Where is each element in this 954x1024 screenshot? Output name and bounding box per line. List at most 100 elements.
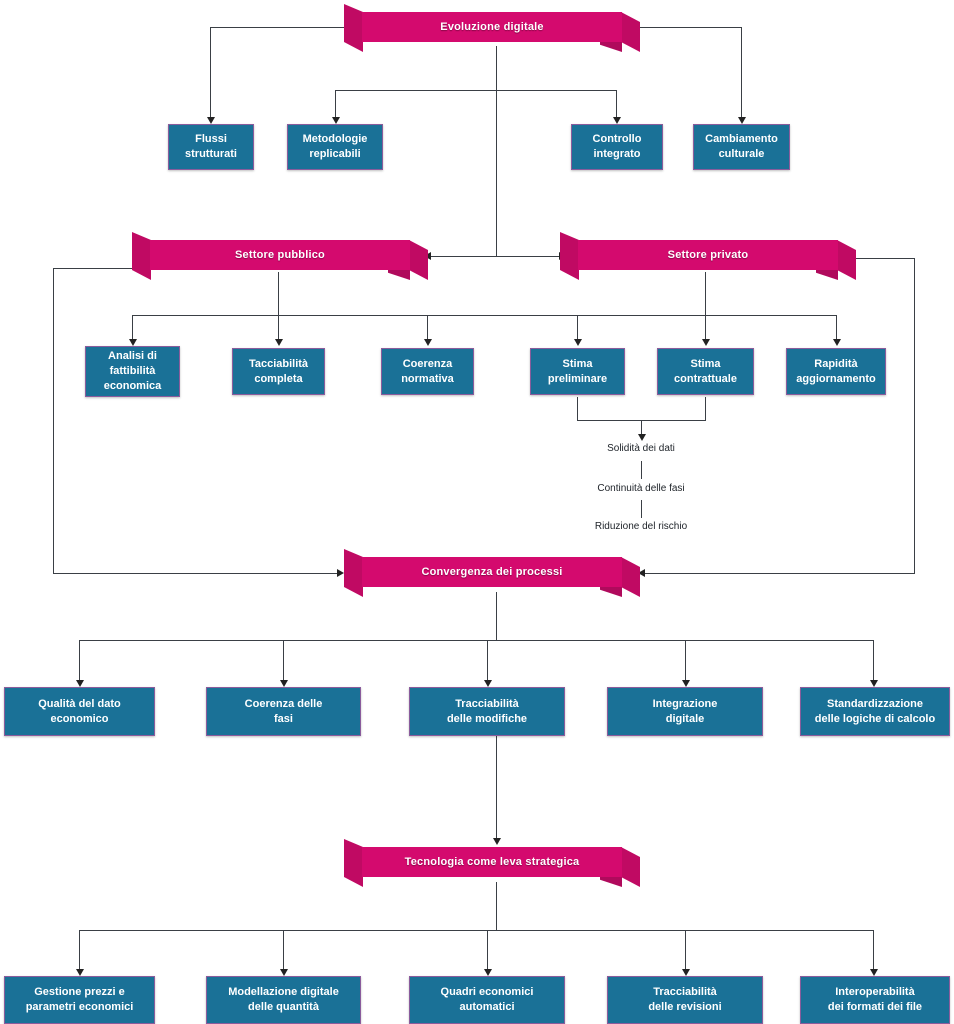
connector-left-rail-into-convergenza <box>53 573 341 574</box>
banner-settore-privato[interactable]: Settore privato <box>560 232 856 280</box>
connector-stima-merge-drop <box>641 420 642 437</box>
arrowhead-integrazione-digitale <box>682 680 690 687</box>
arrowhead-convergenza-left <box>337 569 344 577</box>
connector-top-inner-bus <box>335 90 617 91</box>
arrowhead-solidita-dei-dati <box>638 434 646 441</box>
banner-label: Settore privato <box>578 240 838 270</box>
connector-level3-drop-5 <box>873 640 874 683</box>
connector-stima-prelim-down <box>577 397 578 420</box>
connector-right-rail <box>914 258 915 574</box>
connector-convergenza-spine <box>496 592 497 640</box>
node-qualita-dato-economico[interactable]: Qualità del dato economico <box>4 687 155 736</box>
connector-top-outer-right <box>741 27 742 120</box>
banner-label: Convergenza dei processi <box>362 557 622 587</box>
arrowhead-rapidita-aggiornamento <box>833 339 841 346</box>
arrowhead-tacciabilita-completa <box>275 339 283 346</box>
ribbon-fold-left <box>132 232 151 280</box>
connector-level4-drop-2 <box>283 930 284 973</box>
arrowhead-convergenza-right <box>638 569 645 577</box>
connector-privato-spine <box>705 272 706 315</box>
connector-level3-bus <box>79 640 874 641</box>
arrowhead-stima-preliminare <box>574 339 582 346</box>
connector-level3-drop-1 <box>79 640 80 683</box>
arrowhead-coerenza-fasi <box>280 680 288 687</box>
banner-convergenza-dei-processi[interactable]: Convergenza dei processi <box>344 549 640 597</box>
arrowhead-analisi-fattibilita <box>129 339 137 346</box>
label-solidita-dei-dati: Solidità dei dati <box>607 443 675 454</box>
connector-top-inner-left <box>335 90 336 120</box>
connector-chain-1 <box>641 461 642 479</box>
banner-settore-pubblico[interactable]: Settore pubblico <box>132 232 428 280</box>
arrowhead-quadri-economici <box>484 969 492 976</box>
ribbon-fold-left <box>344 839 363 887</box>
arrowhead-coerenza-normativa <box>424 339 432 346</box>
connector-privato-right-run <box>838 258 915 259</box>
connector-right-rail-into-convergenza <box>645 573 915 574</box>
connector-tecnologia-spine <box>496 882 497 930</box>
connector-level4-drop-1 <box>79 930 80 973</box>
connector-pubblico-spine <box>278 272 279 315</box>
ribbon-fold-right <box>837 232 856 280</box>
connector-level2-drop-4 <box>577 315 578 342</box>
connector-level3-drop-4 <box>685 640 686 683</box>
banner-label: Tecnologia come leva strategica <box>362 847 622 877</box>
connector-level2-drop-5 <box>705 315 706 342</box>
connector-level4-drop-5 <box>873 930 874 973</box>
arrowhead-stima-contrattuale <box>702 339 710 346</box>
connector-pubblico-left-run <box>53 268 148 269</box>
ribbon-fold-left <box>560 232 579 280</box>
arrowhead-controllo <box>613 117 621 124</box>
arrowhead-tracciabilita-revisioni <box>682 969 690 976</box>
connector-level3-drop-2 <box>283 640 284 683</box>
arrowhead-tracciabilita-modifiche <box>484 680 492 687</box>
ribbon-fold-right <box>409 232 428 280</box>
arrowhead-cambiamento <box>738 117 746 124</box>
ribbon-fold-right <box>621 549 640 597</box>
connector-level4-bus <box>79 930 874 931</box>
connector-level2-drop-1 <box>132 315 133 342</box>
connector-sector-link <box>427 256 566 257</box>
connector-level2-drop-2 <box>278 315 279 342</box>
arrowhead-qualita-dato <box>76 680 84 687</box>
ribbon-fold-right <box>621 4 640 52</box>
arrowhead-flussi <box>207 117 215 124</box>
arrowhead-standardizzazione <box>870 680 878 687</box>
ribbon-fold-right <box>621 839 640 887</box>
arrowhead-gestione-prezzi <box>76 969 84 976</box>
arrowhead-metodologie <box>332 117 340 124</box>
banner-evoluzione-digitale[interactable]: Evoluzione digitale <box>344 4 640 52</box>
arrowhead-interoperabilita <box>870 969 878 976</box>
banner-label: Settore pubblico <box>150 240 410 270</box>
connector-level2-drop-6 <box>836 315 837 342</box>
banner-label: Evoluzione digitale <box>362 12 622 42</box>
ribbon-fold-left <box>344 549 363 597</box>
ribbon-fold-left <box>344 4 363 52</box>
banner-tecnologia-leva-strategica[interactable]: Tecnologia come leva strategica <box>344 839 640 887</box>
connector-level4-drop-4 <box>685 930 686 973</box>
connector-chain-2 <box>641 500 642 518</box>
connector-level2-bus <box>132 315 836 316</box>
connector-left-rail <box>53 268 54 574</box>
label-continuita-delle-fasi: Continuità delle fasi <box>597 483 685 494</box>
connector-modifiche-to-tecnologia <box>496 736 497 841</box>
